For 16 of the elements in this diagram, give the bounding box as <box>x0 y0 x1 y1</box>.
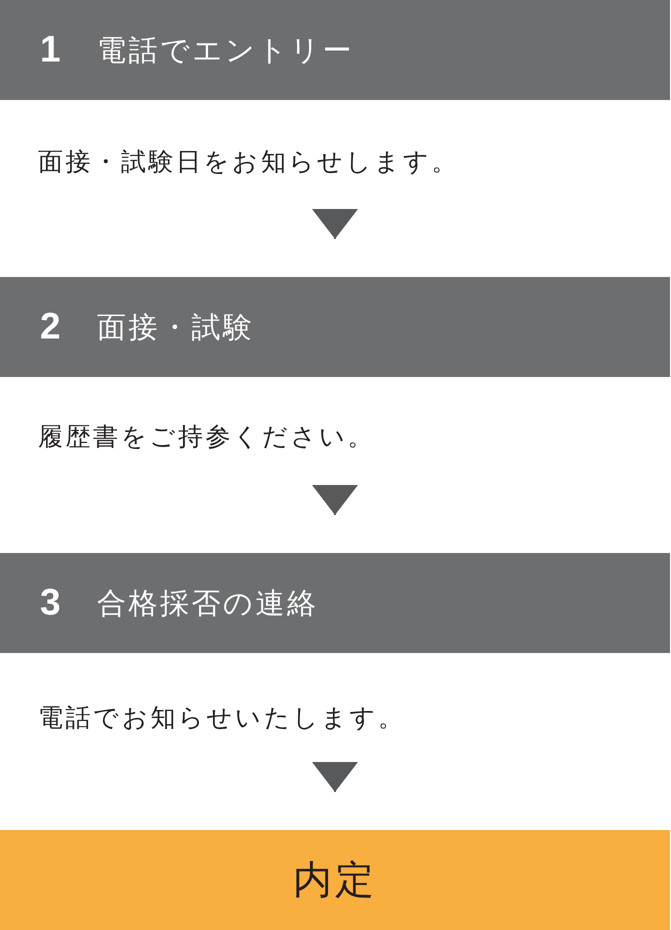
step-number: 3 <box>40 582 61 624</box>
header-band <box>0 277 670 377</box>
step-description: 電話でお知らせいたします。 <box>38 703 406 733</box>
arrow <box>312 762 358 792</box>
result-box: 内定 <box>0 830 670 930</box>
header-band <box>0 553 670 653</box>
step-title: 合格採否の連絡 <box>97 584 318 622</box>
step-number: 1 <box>40 28 61 72</box>
step-description: 面接・試験日をお知らせします。 <box>38 147 459 177</box>
step-description: 履歴書をご持参ください。 <box>38 422 376 452</box>
step-title: 電話でエントリー <box>97 32 354 68</box>
step-number: 2 <box>40 306 61 348</box>
arrow <box>312 209 358 239</box>
arrow <box>312 485 358 515</box>
header-band <box>0 0 670 100</box>
step-title: 面接・試験 <box>97 308 254 346</box>
